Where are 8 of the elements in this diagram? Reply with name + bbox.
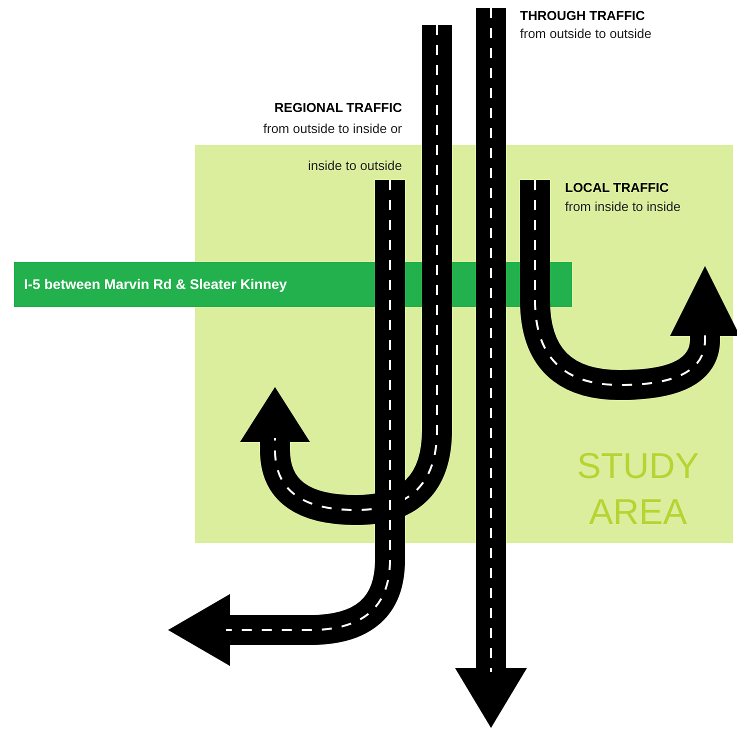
description: from outside to inside or inside to outside (262, 120, 402, 175)
highway-label: I-5 between Marvin Rd & Sleater Kinney (24, 276, 287, 292)
heading: THROUGH TRAFFIC (520, 8, 645, 23)
description: from outside to outside (520, 26, 652, 41)
area-label: STUDY AREA (576, 444, 700, 534)
description: from inside to inside (565, 199, 681, 214)
heading: REGIONAL TRAFFIC (274, 100, 402, 115)
heading: LOCAL TRAFFIC (565, 180, 669, 195)
